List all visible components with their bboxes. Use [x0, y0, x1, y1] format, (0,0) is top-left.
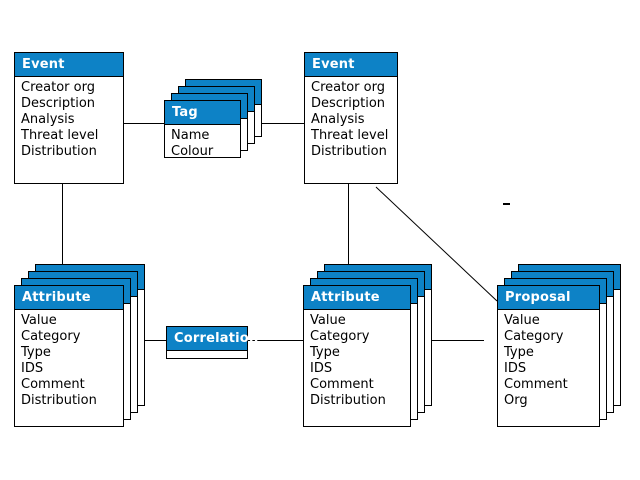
entity-title: Attribute	[15, 286, 123, 310]
entity-attribute: Org	[504, 393, 528, 408]
entity-attribute: Colour	[171, 144, 214, 159]
entity-title: Event	[305, 53, 397, 77]
entity-attribute: Name	[171, 128, 210, 143]
entity-tag[interactable]: Tag Name Colour	[164, 79, 262, 159]
entity-attribute-list: Creator org Description Analysis Threat …	[305, 77, 397, 164]
entity-card[interactable]: Correlation	[166, 326, 258, 359]
entity-attribute: Category	[21, 329, 81, 344]
entity-card[interactable]: Event Creator org Description Analysis T…	[304, 52, 398, 184]
entity-event-left[interactable]: Event Creator org Description Analysis T…	[14, 52, 124, 184]
connector-event-right-to-attribute-middle	[348, 184, 349, 264]
entity-attribute: Type	[310, 345, 340, 360]
entity-attribute-left[interactable]: Attribute Value Category Type IDS Commen…	[14, 264, 145, 427]
entity-card[interactable]: Proposal Value Category Type IDS Comment…	[497, 285, 600, 427]
entity-attribute: Category	[504, 329, 564, 344]
entity-attribute: Distribution	[310, 393, 386, 408]
entity-attribute: Threat level	[21, 128, 99, 143]
entity-attribute: Distribution	[21, 393, 97, 408]
entity-title: Event	[15, 53, 123, 77]
entity-proposal[interactable]: Proposal Value Category Type IDS Comment…	[497, 264, 621, 427]
entity-attribute-middle[interactable]: Attribute Value Category Type IDS Commen…	[303, 264, 432, 427]
entity-title: Proposal	[498, 286, 599, 310]
entity-attribute: Analysis	[21, 112, 75, 127]
entity-attribute-list: Value Category Type IDS Comment Org	[498, 310, 599, 413]
entity-attribute: Creator org	[21, 80, 95, 95]
entity-event-right[interactable]: Event Creator org Description Analysis T…	[304, 52, 398, 184]
entity-attribute: IDS	[310, 361, 333, 376]
entity-attribute-list: Name Colour	[165, 125, 240, 164]
entity-title: Tag	[165, 101, 240, 125]
entity-attribute: Type	[504, 345, 534, 360]
entity-attribute: IDS	[504, 361, 527, 376]
entity-attribute: Analysis	[311, 112, 365, 127]
entity-card[interactable]: Tag Name Colour	[164, 100, 241, 159]
connector-correlation-to-attribute-middle	[248, 340, 303, 341]
entity-attribute: Category	[310, 329, 370, 344]
entity-card[interactable]: Attribute Value Category Type IDS Commen…	[303, 285, 411, 427]
entity-attribute: Value	[21, 313, 57, 328]
connector-attribute-middle-to-proposal	[411, 340, 484, 341]
entity-attribute: Comment	[310, 377, 374, 392]
entity-card[interactable]: Attribute Value Category Type IDS Commen…	[14, 285, 124, 427]
stray-mark-upper-right	[503, 203, 510, 205]
entity-title: Attribute	[304, 286, 410, 310]
entity-attribute: IDS	[21, 361, 44, 376]
entity-card[interactable]: Event Creator org Description Analysis T…	[14, 52, 124, 184]
connector-attribute-left-to-correlation	[124, 340, 166, 341]
entity-attribute-list: Value Category Type IDS Comment Distribu…	[15, 310, 123, 413]
entity-title: Correlation	[167, 327, 258, 351]
entity-attribute-list: Creator org Description Analysis Threat …	[15, 77, 123, 164]
entity-attribute: Threat level	[311, 128, 389, 143]
connector-event-left-to-tag	[124, 123, 164, 124]
entity-attribute: Comment	[21, 377, 85, 392]
entity-attribute: Creator org	[311, 80, 385, 95]
entity-attribute-list	[167, 351, 247, 358]
entity-attribute: Description	[21, 96, 96, 111]
entity-attribute: Description	[311, 96, 386, 111]
entity-attribute: Value	[504, 313, 540, 328]
entity-attribute: Distribution	[311, 144, 387, 159]
entity-attribute-list: Value Category Type IDS Comment Distribu…	[304, 310, 410, 413]
entity-attribute: Type	[21, 345, 51, 360]
entity-attribute: Value	[310, 313, 346, 328]
entity-attribute: Distribution	[21, 144, 97, 159]
connector-event-left-to-attribute-left	[62, 184, 63, 264]
entity-attribute: Comment	[504, 377, 568, 392]
connector-tag-to-event-right	[262, 123, 304, 124]
entity-correlation[interactable]: Correlation	[166, 326, 258, 359]
